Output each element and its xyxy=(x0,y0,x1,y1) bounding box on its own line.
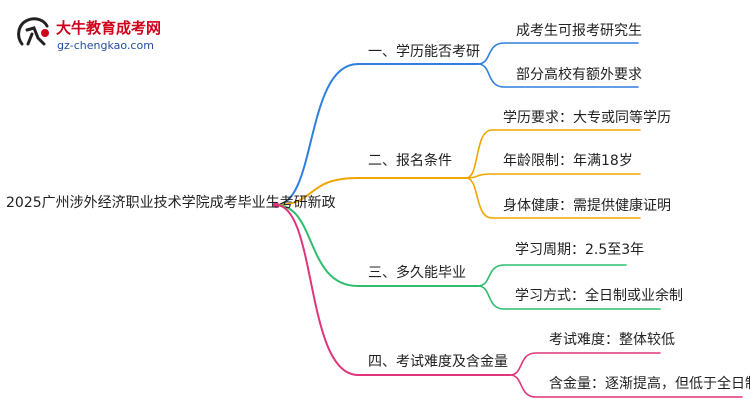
connector-leaf-1-2 xyxy=(465,177,641,219)
leaf-1-1: 年龄限制：年满18岁 xyxy=(503,153,633,169)
leaf-1-0: 学历要求：大专或同等学历 xyxy=(503,110,671,126)
branch-3-label: 四、考试难度及含金量 xyxy=(368,354,508,370)
leaf-3-0: 考试难度：整体较低 xyxy=(549,332,675,348)
leaf-0-0: 成考生可报考研究生 xyxy=(516,23,642,39)
connector-leaf-2-1 xyxy=(477,285,661,310)
root-node-dot xyxy=(273,202,279,208)
connector-leaf-1-0 xyxy=(465,129,641,179)
leaf-2-1: 学习方式：全日制或业余制 xyxy=(515,288,683,304)
connector-branch-0 xyxy=(275,63,359,206)
logo-site-url: gz-chengkao.com xyxy=(57,39,154,52)
leaf-3-1: 含金量：逐渐提高，但低于全日制本科 xyxy=(549,376,750,392)
site-logo[interactable]: 大牛教育成考网 gz-chengkao.com xyxy=(14,14,214,58)
branch-0-label: 一、学历能否考研 xyxy=(368,44,480,60)
bull-logo-icon xyxy=(17,17,49,46)
leaf-1-2: 身体健康：需提供健康证明 xyxy=(503,198,671,214)
connector-leaf-0-0 xyxy=(477,42,639,65)
leaf-0-1: 部分高校有额外要求 xyxy=(516,67,642,83)
connector-branch-2 xyxy=(275,204,359,287)
connector-branch-1 xyxy=(275,177,359,206)
connector-branch-3 xyxy=(275,204,359,376)
connector-leaf-3-1 xyxy=(509,374,743,398)
connector-leaf-2-0 xyxy=(477,264,627,287)
branch-1-label: 二、报名条件 xyxy=(368,153,452,169)
root-topic: 2025广州涉外经济职业技术学院成考毕业生考研新政 xyxy=(6,195,336,211)
branch-2-label: 三、多久能毕业 xyxy=(368,265,466,281)
connector-leaf-1-1 xyxy=(465,173,641,179)
connector-leaf-0-1 xyxy=(477,63,639,88)
connector-leaf-3-0 xyxy=(509,352,661,376)
logo-site-name: 大牛教育成考网 xyxy=(56,19,162,37)
leaf-2-0: 学习周期：2.5至3年 xyxy=(515,242,645,258)
